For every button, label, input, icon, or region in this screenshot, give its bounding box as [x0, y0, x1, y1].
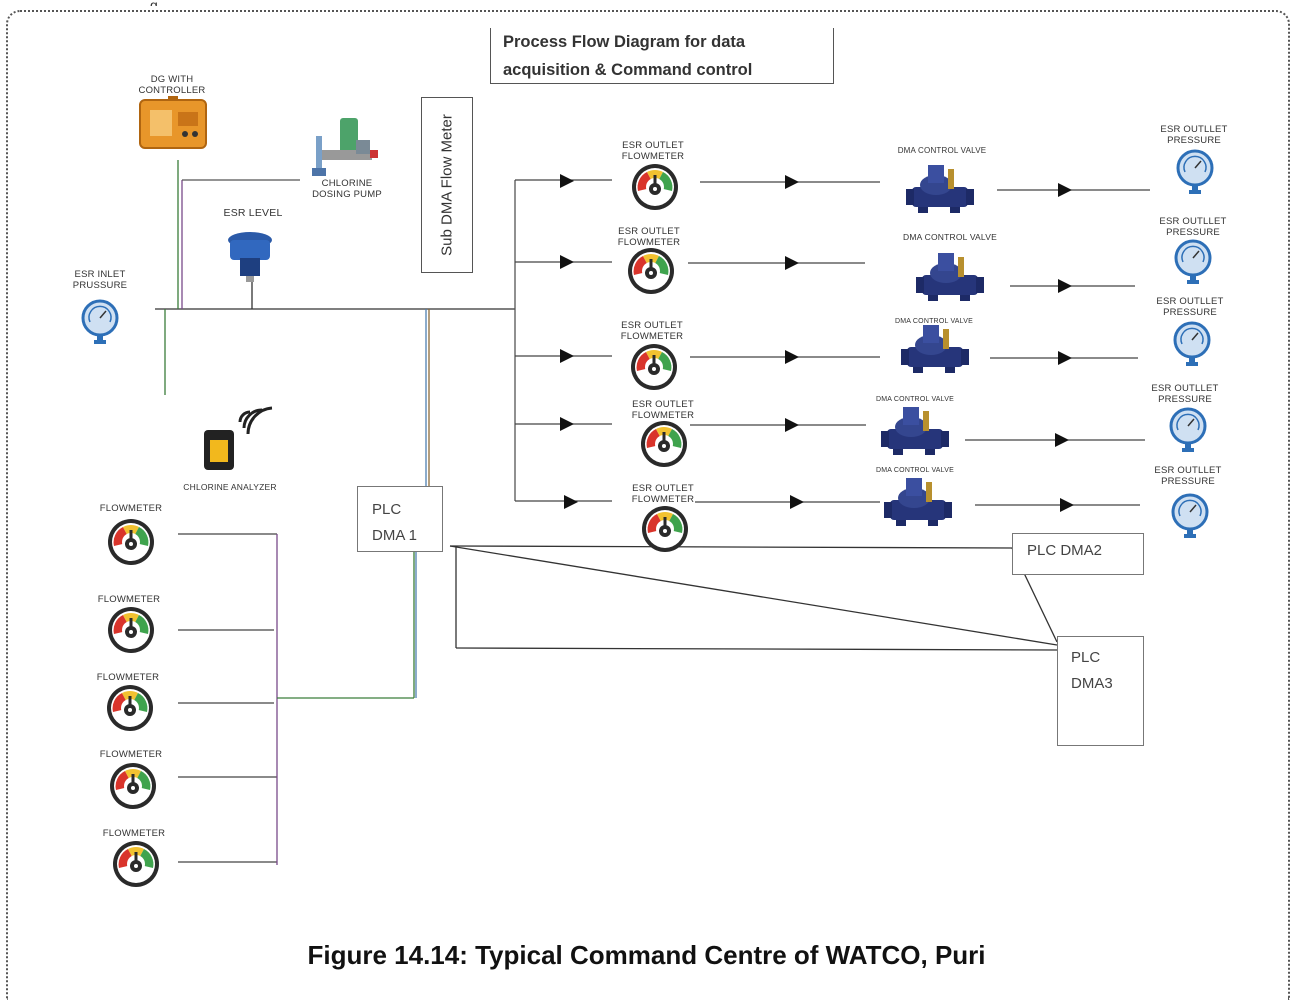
dma-control-valve-label-2: DMA CONTROL VALVE	[903, 232, 997, 242]
esr-outlet-flowmeter-1-icon	[632, 164, 678, 210]
plc-dma1-line-2: DMA 1	[372, 527, 418, 544]
chlorine-analyzer-label: CHLORINE ANALYZER	[183, 482, 277, 492]
esr-outlet-flowmeter-5-icon	[642, 506, 688, 552]
dg-label-line-2: CONTROLLER	[138, 85, 206, 96]
esr-outlet-pressure-4-icon	[1169, 407, 1207, 454]
esr-outlet-flowmeter-label-2: ESR OUTLET FLOWMETER	[604, 226, 694, 248]
dma-control-valve-2-icon	[916, 253, 984, 301]
sub-dma-flow-meter-label: Sub DMA Flow Meter	[438, 114, 456, 256]
flowmeter-2-icon	[108, 607, 154, 653]
dma-control-valve-3-icon	[901, 325, 969, 373]
outlet-flowmeter-2-line-2: FLOWMETER	[617, 237, 681, 248]
esr-outlet-pressure-label-3: ESR OUTLLET PRESSURE	[1142, 296, 1238, 318]
outlet-pressure-4-line-2: PRESSURE	[1158, 394, 1212, 405]
outlet-pressure-2-line-1: ESR OUTLLET	[1159, 216, 1227, 227]
esr-outlet-flowmeter-4-icon	[641, 421, 687, 467]
dma-control-valve-5-icon	[884, 478, 952, 526]
outlet-flowmeter-4-line-2: FLOWMETER	[631, 410, 695, 421]
outlet-flowmeter-5-line-2: FLOWMETER	[631, 494, 695, 505]
outlet-pressure-5-line-1: ESR OUTLLET	[1154, 465, 1222, 476]
outlet-pressure-5-line-2: PRESSURE	[1161, 476, 1215, 487]
esr-level-sensor-icon	[228, 232, 272, 282]
esr-inlet-pressure-label: ESR INLET PRUSSURE	[60, 269, 140, 291]
diagram-title-line-1: Process Flow Diagram for data	[503, 33, 746, 51]
outlet-pressure-1-line-1: ESR OUTLLET	[1160, 124, 1228, 135]
chlorine-dosing-pump-icon	[312, 118, 378, 176]
plc-dma2-label: PLC DMA2	[1027, 542, 1103, 559]
esr-outlet-pressure-label-2: ESR OUTLLET PRESSURE	[1145, 216, 1241, 238]
plc-dma3-box: PLC DMA3	[1057, 636, 1144, 746]
outlet-pressure-2-line-2: PRESSURE	[1166, 227, 1220, 238]
flowmeter-3-icon	[107, 685, 153, 731]
esr-outlet-flowmeter-label-3: ESR OUTLET FLOWMETER	[607, 320, 697, 342]
esr-inlet-line-1: ESR INLET	[74, 269, 126, 280]
chlorine-pump-line-1: CHLORINE	[321, 178, 373, 189]
outlet-flowmeter-3-line-2: FLOWMETER	[620, 331, 684, 342]
flow-arrows	[560, 174, 1074, 512]
chlorine-dosing-pump-label: CHLORINE DOSING PUMP	[300, 178, 394, 200]
dma-control-valve-4-icon	[881, 407, 949, 455]
flowmeter-4-icon	[110, 763, 156, 809]
sub-dma-flow-meter-box: Sub DMA Flow Meter	[421, 97, 473, 273]
diagram-title-line-2: acquisition & Command control	[503, 61, 753, 79]
dma-control-valve-label-3: DMA CONTROL VALVE	[895, 318, 973, 325]
esr-outlet-pressure-label-5: ESR OUTLLET PRESSURE	[1140, 465, 1236, 487]
plc-dma3-line-2: DMA3	[1071, 675, 1113, 692]
flowmeter-label-4: FLOWMETER	[99, 749, 163, 760]
dg-label-line-1: DG WITH	[150, 74, 194, 85]
outlet-pressure-3-line-1: ESR OUTLLET	[1156, 296, 1224, 307]
esr-outlet-pressure-5-icon	[1171, 493, 1209, 540]
diagram-title-box: Process Flow Diagram for data acquisitio…	[490, 28, 834, 84]
outlet-flowmeter-3-line-1: ESR OUTLET	[621, 320, 683, 331]
outlet-pressure-3-line-2: PRESSURE	[1163, 307, 1217, 318]
chlorine-analyzer-icon	[204, 406, 273, 470]
outlet-flowmeter-2-line-1: ESR OUTLET	[618, 226, 680, 237]
dma-control-valve-label-4: DMA CONTROL VALVE	[876, 396, 954, 403]
esr-outlet-pressure-3-icon	[1173, 321, 1211, 368]
esr-outlet-flowmeter-label-5: ESR OUTLET FLOWMETER	[618, 483, 708, 505]
esr-outlet-flowmeter-2-icon	[628, 248, 674, 294]
esr-outlet-flowmeter-label-1: ESR OUTLET FLOWMETER	[608, 140, 698, 162]
esr-outlet-pressure-label-4: ESR OUTLLET PRESSURE	[1137, 383, 1233, 405]
outlet-flowmeter-5-line-1: ESR OUTLET	[632, 483, 694, 494]
esr-inlet-line-2: PRUSSURE	[72, 280, 128, 291]
outlet-flowmeter-1-line-1: ESR OUTLET	[622, 140, 684, 151]
chlorine-pump-line-2: DOSING PUMP	[312, 189, 382, 200]
esr-outlet-pressure-label-1: ESR OUTLLET PRESSURE	[1146, 124, 1242, 146]
esr-outlet-flowmeter-3-icon	[631, 344, 677, 390]
cropped-top-text: g	[150, 0, 270, 6]
flowmeter-label-2: FLOWMETER	[97, 594, 161, 605]
esr-inlet-pressure-gauge-icon	[81, 299, 119, 346]
flowmeter-label-5: FLOWMETER	[102, 828, 166, 839]
outlet-flowmeter-1-line-2: FLOWMETER	[621, 151, 685, 162]
dma-control-valve-label-1: DMA CONTROL VALVE	[897, 146, 987, 155]
outlet-flowmeter-4-line-1: ESR OUTLET	[632, 399, 694, 410]
dma-control-valve-label-5: DMA CONTROL VALVE	[876, 467, 954, 474]
outlet-pressure-4-line-1: ESR OUTLLET	[1151, 383, 1219, 394]
esr-outlet-flowmeter-label-4: ESR OUTLET FLOWMETER	[618, 399, 708, 421]
dg-controller-label: DG WITH CONTROLLER	[128, 74, 216, 96]
plc-dma1-line-1: PLC	[372, 501, 402, 518]
figure-caption: Figure 14.14: Typical Command Centre of …	[307, 940, 986, 970]
outlet-pressure-1-line-2: PRESSURE	[1167, 135, 1221, 146]
flowmeter-1-icon	[108, 519, 154, 565]
plc-dma1-box: PLC DMA 1	[357, 486, 443, 552]
plc-dma2-box: PLC DMA2	[1012, 533, 1144, 575]
plc-dma3-line-1: PLC	[1071, 649, 1101, 666]
esr-outlet-pressure-2-icon	[1174, 239, 1212, 286]
esr-level-label: ESR LEVEL	[223, 207, 283, 219]
esr-outlet-pressure-1-icon	[1176, 149, 1214, 196]
dma-control-valve-1-icon	[906, 165, 974, 213]
flowmeter-label-3: FLOWMETER	[96, 672, 160, 683]
dg-controller-icon	[139, 96, 207, 149]
flowmeter-label-1: FLOWMETER	[99, 503, 163, 514]
figure-frame	[6, 10, 1290, 1000]
flowmeter-5-icon	[113, 841, 159, 887]
